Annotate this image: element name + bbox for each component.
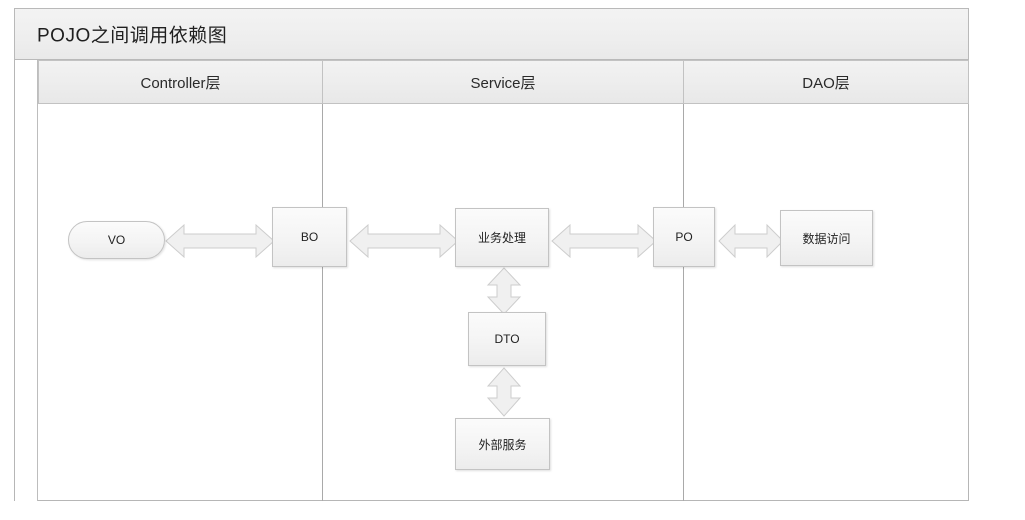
connector-vo-to-bo bbox=[165, 222, 275, 260]
node-external-service[interactable]: 外部服务 bbox=[455, 418, 550, 470]
connector-dto-to-ext bbox=[485, 367, 523, 417]
lane-header-dao: DAO层 bbox=[683, 60, 969, 104]
lane-header-service: Service层 bbox=[322, 60, 684, 104]
node-business-processing[interactable]: 业务处理 bbox=[455, 208, 549, 267]
lane-separator-1 bbox=[322, 104, 323, 501]
connector-bo-to-biz bbox=[349, 222, 459, 260]
diagram-title: POJO之间调用依赖图 bbox=[37, 25, 228, 47]
connector-biz-to-dto bbox=[485, 267, 523, 315]
node-data-access[interactable]: 数据访问 bbox=[780, 210, 873, 266]
node-bo[interactable]: BO bbox=[272, 207, 347, 267]
lane-header-controller: Controller层 bbox=[38, 60, 323, 104]
node-dto[interactable]: DTO bbox=[468, 312, 546, 366]
connector-biz-to-po bbox=[551, 222, 657, 260]
node-po[interactable]: PO bbox=[653, 207, 715, 267]
node-vo[interactable]: VO bbox=[68, 221, 165, 259]
lane-gutter bbox=[14, 60, 38, 501]
diagram-title-bar: POJO之间调用依赖图 bbox=[14, 8, 969, 60]
connector-po-to-dao bbox=[718, 222, 784, 260]
lane-separator-2 bbox=[683, 104, 684, 501]
